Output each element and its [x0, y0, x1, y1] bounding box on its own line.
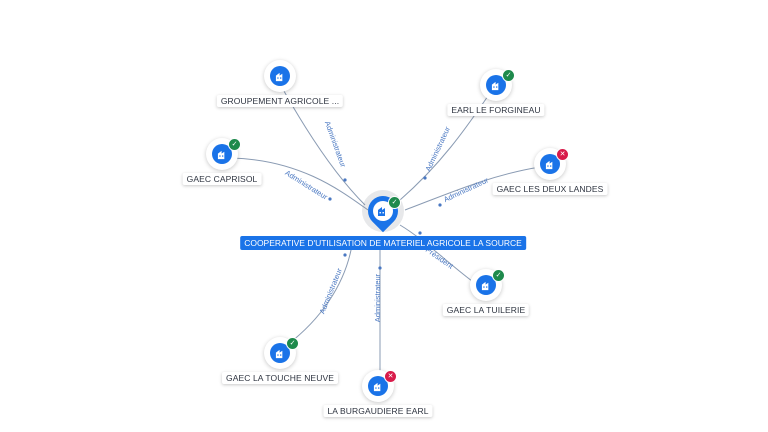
edge-arrow-gaec-les-deux-landes	[438, 203, 442, 207]
cross-icon: ✕	[384, 370, 397, 383]
building-icon	[270, 66, 290, 86]
company-label-gaec-caprisol[interactable]: GAEC CAPRISOL	[182, 173, 262, 185]
check-icon: ✓	[492, 269, 505, 282]
company-label-groupement-agricole[interactable]: GROUPEMENT AGRICOLE ...	[216, 95, 344, 107]
edge-gaec-la-tuilerie	[399, 224, 477, 285]
edge-arrow-gaec-la-tuilerie	[418, 231, 422, 235]
building-icon	[486, 75, 506, 95]
edge-arrow-groupement-agricole	[343, 178, 347, 182]
edge-label-earl-le-forgineau: Administrateur	[423, 125, 452, 173]
building-icon	[270, 343, 290, 363]
active-status-badge: ✓	[388, 196, 401, 209]
edge-gaec-les-deux-landes	[404, 166, 541, 211]
edge-gaec-caprisol	[231, 157, 369, 211]
edge-arrow-earl-le-forgineau	[423, 176, 427, 180]
edge-arrow-gaec-caprisol	[328, 197, 332, 201]
check-icon: ✓	[502, 69, 515, 82]
center-company-label[interactable]: COOPERATIVE D'UTILISATION DE MATERIEL AG…	[240, 236, 526, 250]
building-icon	[368, 376, 388, 396]
edge-arrow-la-burgaudiere-earl	[378, 266, 382, 270]
edge-label-gaec-la-touche-neuve: Administrateur	[317, 267, 344, 316]
company-label-gaec-les-deux-landes[interactable]: GAEC LES DEUX LANDES	[492, 183, 608, 195]
edge-arrow-gaec-la-touche-neuve	[343, 253, 347, 257]
building-icon	[540, 154, 560, 174]
building-icon	[212, 144, 232, 164]
edge-label-la-burgaudiere-earl: Administrateur	[373, 273, 382, 322]
edge-label-gaec-les-deux-landes: Administrateur	[442, 175, 490, 204]
company-label-earl-le-forgineau[interactable]: EARL LE FORGINEAU	[447, 104, 545, 116]
building-icon	[476, 275, 496, 295]
check-icon: ✓	[286, 337, 299, 350]
company-label-gaec-la-tuilerie[interactable]: GAEC LA TUILERIE	[442, 304, 530, 316]
edge-gaec-la-touche-neuve	[286, 244, 353, 346]
check-icon: ✓	[228, 138, 241, 151]
building-icon	[373, 201, 393, 221]
cross-icon: ✕	[556, 148, 569, 161]
company-label-la-burgaudiere-earl[interactable]: LA BURGAUDIERE EARL	[323, 405, 433, 417]
edge-label-groupement-agricole: Administrateur	[323, 120, 348, 169]
company-label-gaec-la-touche-neuve[interactable]: GAEC LA TOUCHE NEUVE	[222, 372, 338, 384]
